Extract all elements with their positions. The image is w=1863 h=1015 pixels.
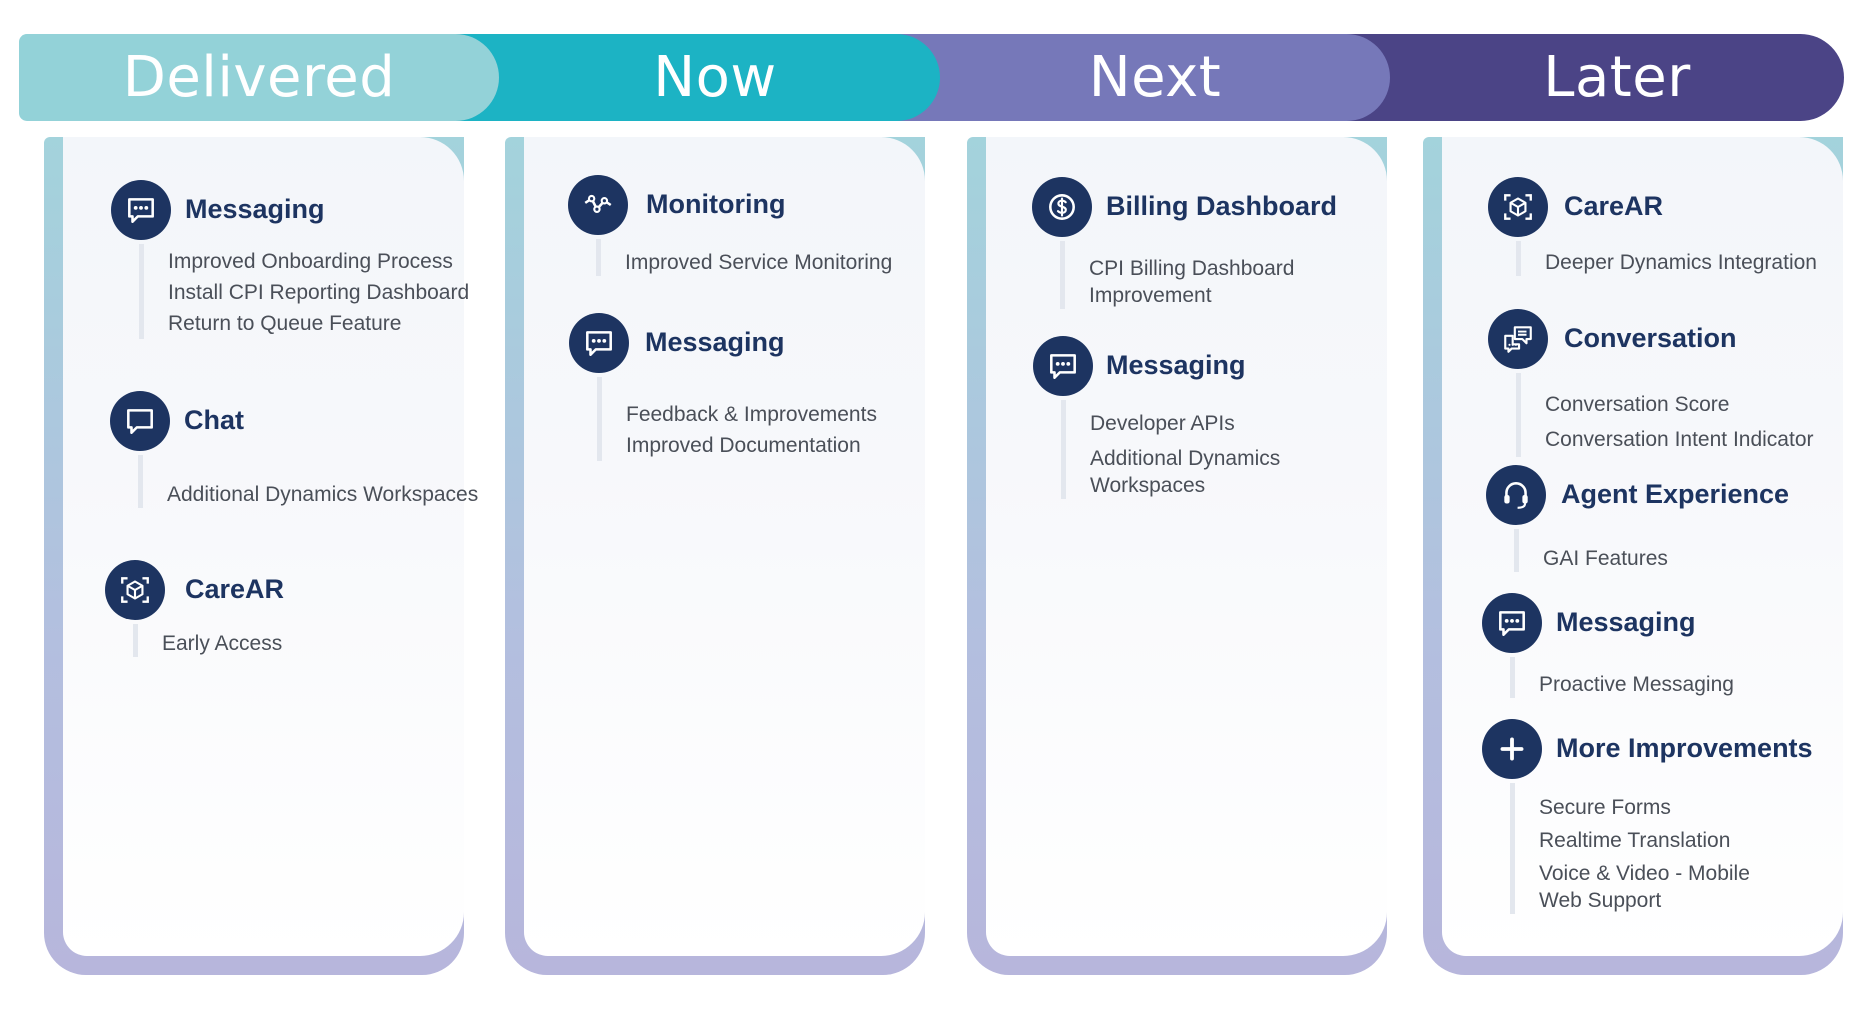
- list-item: CPI Billing Dashboard Improvement: [1089, 257, 1295, 307]
- conversation-bubbles-icon: [1488, 309, 1548, 369]
- section-title: More Improvements: [1556, 733, 1813, 763]
- section-agent-experience: Agent Experience GAI Features: [1486, 465, 1789, 572]
- phase-later: Later: [1330, 34, 1844, 121]
- list-item: Early Access: [162, 632, 283, 655]
- section-chat: Chat Additional Dynamics Workspaces: [110, 391, 478, 508]
- column-delivered: Messaging Improved Onboarding Process In…: [44, 137, 478, 975]
- section-carear: CareAR Deeper Dynamics Integration: [1488, 177, 1817, 276]
- section-items: CPI Billing Dashboard Improvement: [1060, 241, 1349, 309]
- section-title: Messaging: [185, 194, 325, 224]
- chat-bubble-dots-icon: [1482, 593, 1542, 653]
- list-item: Improved Documentation: [626, 434, 861, 457]
- plus-icon: [1482, 719, 1542, 779]
- list-item: Additional Dynamics Workspaces: [167, 483, 479, 506]
- section-items: Deeper Dynamics Integration: [1516, 241, 1817, 276]
- section-items: Developer APIs Additional Dynamics Works…: [1061, 400, 1330, 499]
- list-item: Conversation Intent Indicator: [1545, 428, 1814, 451]
- section-items: Improved Service Monitoring: [596, 239, 892, 276]
- section-title: Billing Dashboard: [1106, 191, 1338, 221]
- section-more-improvements: More Improvements Secure Forms Realtime …: [1482, 719, 1813, 914]
- phase-later-label: Later: [1543, 45, 1691, 110]
- list-item: Conversation Score: [1545, 393, 1730, 416]
- section-items: Improved Onboarding Process Install CPI …: [139, 244, 469, 339]
- section-carear: CareAR Early Access: [105, 560, 285, 657]
- section-title: CareAR: [185, 574, 285, 604]
- section-items: GAI Features: [1514, 529, 1668, 572]
- list-item: Developer APIs: [1090, 412, 1235, 435]
- list-item: Deeper Dynamics Integration: [1545, 251, 1817, 274]
- list-item: Voice & Video - Mobile Web Support: [1539, 862, 1750, 912]
- section-items: Secure Forms Realtime Translation Voice …: [1510, 783, 1789, 914]
- section-title: Messaging: [645, 327, 785, 357]
- section-title: CareAR: [1564, 191, 1664, 221]
- section-monitoring: Monitoring Improved Service Monitoring: [568, 175, 892, 276]
- column-now-panel: Monitoring Improved Service Monitoring M…: [524, 137, 925, 956]
- list-item: Improved Service Monitoring: [625, 251, 893, 274]
- column-next-panel: Billing Dashboard CPI Billing Dashboard …: [986, 137, 1387, 956]
- chat-bubble-icon: [110, 391, 170, 451]
- list-item: Proactive Messaging: [1539, 673, 1734, 696]
- section-messaging: Messaging Developer APIs Additional Dyna…: [1033, 336, 1330, 499]
- section-messaging: Messaging Proactive Messaging: [1482, 593, 1734, 698]
- section-title: Agent Experience: [1561, 479, 1790, 509]
- list-item: Realtime Translation: [1539, 829, 1731, 852]
- section-conversation: Conversation Conversation Score Conversa…: [1488, 309, 1814, 457]
- column-delivered-panel: Messaging Improved Onboarding Process In…: [63, 137, 478, 956]
- chat-bubble-dots-icon: [111, 180, 171, 240]
- column-next: Billing Dashboard CPI Billing Dashboard …: [967, 137, 1387, 975]
- list-item: Install CPI Reporting Dashboard: [168, 281, 470, 304]
- section-billing-dashboard: Billing Dashboard CPI Billing Dashboard …: [1032, 177, 1349, 309]
- ar-cube-icon: [105, 560, 165, 620]
- list-item: Improved Onboarding Process: [168, 250, 453, 273]
- section-title: Conversation: [1564, 323, 1737, 353]
- phase-delivered: Delivered: [19, 34, 499, 121]
- section-messaging: Messaging Feedback & Improvements Improv…: [569, 313, 877, 461]
- list-item: Additional Dynamics Workspaces: [1090, 447, 1281, 497]
- ar-cube-icon: [1488, 177, 1548, 237]
- section-messaging: Messaging Improved Onboarding Process In…: [111, 180, 469, 339]
- list-item: Return to Queue Feature: [168, 312, 402, 335]
- phase-now: Now: [450, 34, 940, 121]
- chat-bubble-dots-icon: [1033, 336, 1093, 396]
- section-title: Messaging: [1556, 607, 1696, 637]
- chat-bubble-dots-icon: [569, 313, 629, 373]
- column-later-panel: CareAR Deeper Dynamics Integration Conve…: [1442, 137, 1843, 956]
- line-chart-icon: [568, 175, 628, 235]
- list-item: GAI Features: [1543, 547, 1668, 570]
- headset-icon: [1486, 465, 1546, 525]
- phase-delivered-label: Delivered: [122, 45, 396, 110]
- list-item: Secure Forms: [1539, 796, 1671, 819]
- section-items: Early Access: [133, 624, 282, 657]
- phase-now-label: Now: [653, 45, 777, 110]
- section-items: Feedback & Improvements Improved Documen…: [597, 377, 877, 461]
- section-title: Chat: [184, 405, 244, 435]
- column-now: Monitoring Improved Service Monitoring M…: [505, 137, 925, 975]
- phase-next: Next: [880, 34, 1390, 121]
- phase-next-label: Next: [1088, 45, 1222, 110]
- section-items: Conversation Score Conversation Intent I…: [1516, 373, 1814, 457]
- section-title: Messaging: [1106, 350, 1246, 380]
- section-items: Proactive Messaging: [1510, 657, 1734, 698]
- section-items: Additional Dynamics Workspaces: [138, 455, 478, 508]
- column-later: CareAR Deeper Dynamics Integration Conve…: [1423, 137, 1843, 975]
- list-item: Feedback & Improvements: [626, 403, 877, 426]
- dollar-coin-icon: [1032, 177, 1092, 237]
- section-title: Monitoring: [646, 189, 786, 219]
